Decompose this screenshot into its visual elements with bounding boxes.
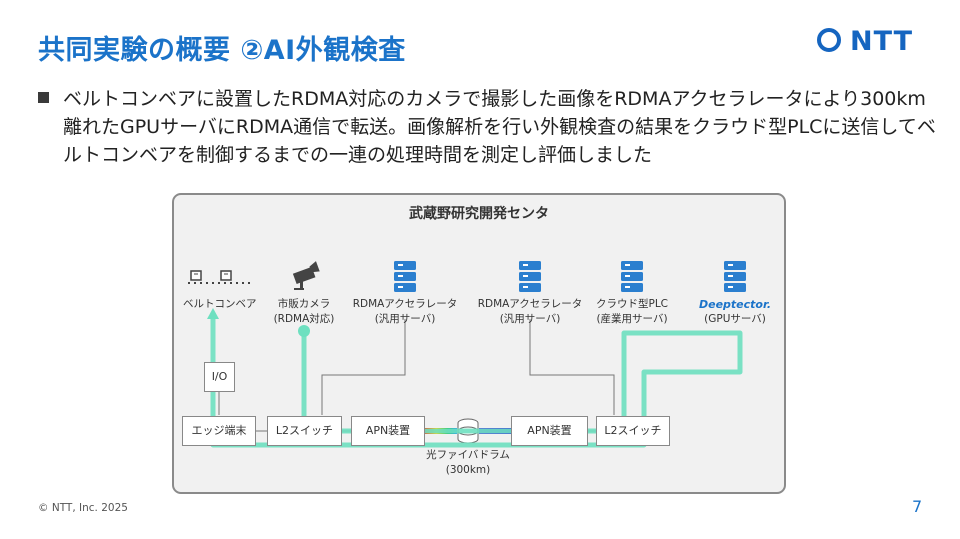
plc-label-note: (産業用サーバ) (596, 313, 668, 325)
plc-server-icon (621, 261, 643, 292)
ntt-logo-text: NTT (850, 26, 914, 57)
rdma2-label: RDMAアクセラレータ (汎用サーバ) (475, 297, 585, 327)
diagram-title: 武蔵野研究開発センタ (409, 206, 549, 222)
bullet-square-icon (38, 92, 49, 103)
network-connections (218, 319, 615, 432)
camera-label-name: 市販カメラ (277, 298, 331, 310)
deeptector-logo: Deeptector. (698, 298, 771, 311)
plc-label: クラウド型PLC (産業用サーバ) (587, 297, 677, 327)
belt-arrowhead (207, 308, 219, 319)
rdma2-label-name: RDMAアクセラレータ (477, 298, 583, 310)
page-number: 7 (912, 497, 923, 516)
io-box: I/O (204, 362, 235, 392)
camera-icon (292, 261, 320, 290)
l2-switch-right-box: L2スイッチ (596, 416, 670, 446)
gpu-label: Deeptector. (GPUサーバ) (689, 297, 781, 327)
rdma2-link (529, 319, 615, 415)
rdma1-server-icon (394, 261, 416, 292)
apn-right-box: APN装置 (511, 416, 588, 446)
rdma1-label: RDMAアクセラレータ (汎用サーバ) (350, 297, 460, 327)
ntt-logo: NTT (817, 26, 927, 60)
edge-terminal-box: エッジ端末 (182, 416, 256, 446)
belt-label: ベルトコンベア (183, 298, 257, 310)
camera-label: 市販カメラ (RDMA対応) (259, 297, 349, 327)
apn-left-box: APN装置 (351, 416, 425, 446)
rdma2-label-note: (汎用サーバ) (499, 313, 561, 325)
plc-label-name: クラウド型PLC (595, 298, 668, 310)
rdma2-server-icon (519, 261, 541, 292)
gpu-server-icon (724, 261, 746, 292)
ntt-logo-mark-icon (817, 28, 841, 52)
conveyor-icon (188, 270, 254, 284)
copyright: © NTT, Inc. 2025 (38, 502, 128, 514)
rdma1-label-note: (汎用サーバ) (374, 313, 436, 325)
fiber-distance: (300km) (445, 464, 491, 476)
diagram-panel: 武蔵野研究開発センタ (172, 193, 786, 494)
l2-switch-left-box: L2スイッチ (267, 416, 342, 446)
rdma1-label-name: RDMAアクセラレータ (352, 298, 458, 310)
fiber-label: 光ファイバドラム (300km) (418, 448, 518, 478)
rdma1-link (321, 319, 406, 415)
bullet-text: ベルトコンベアに設置したRDMA対応のカメラで撮影した画像をRDMAアクセラレー… (63, 88, 936, 166)
camera-label-note: (RDMA対応) (273, 313, 335, 325)
fiber-label-name: 光ファイバドラム (426, 449, 510, 461)
slide-title: 共同実験の概要 ②AI外観検査 (38, 35, 406, 66)
gpu-label-note: (GPUサーバ) (704, 313, 766, 325)
camera-path-dot (298, 325, 310, 337)
server-icons (394, 261, 746, 292)
